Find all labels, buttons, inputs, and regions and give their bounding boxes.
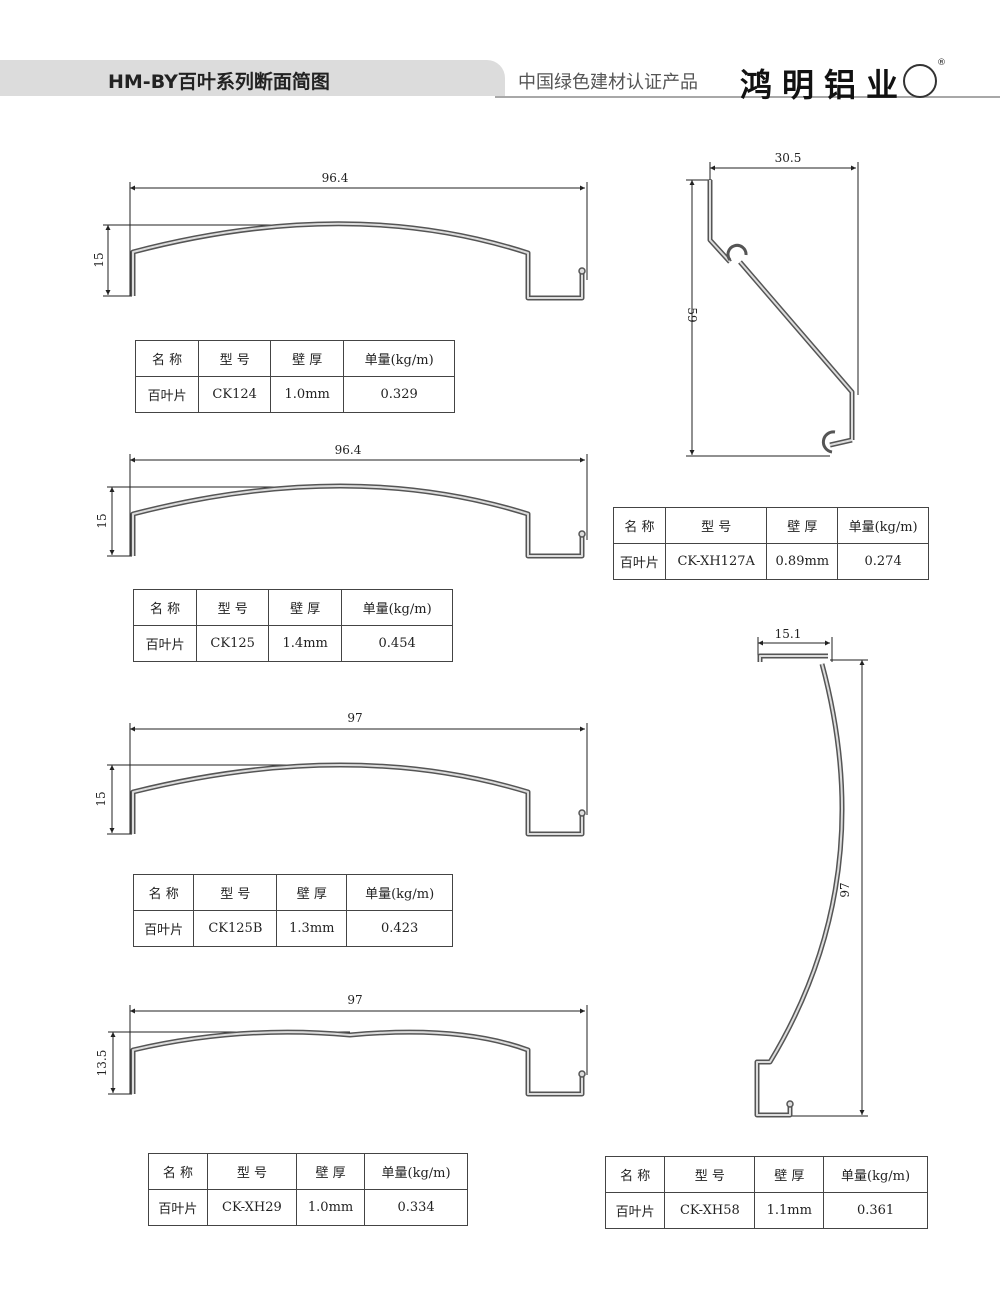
cell-weight: 0.423 [346,910,453,947]
cell-thickness: 0.89mm [766,543,839,580]
header-name: 名 称 [613,507,666,544]
header-model: 型 号 [664,1156,756,1193]
width-dimension: 97 [347,993,362,1007]
header-name: 名 称 [604,1156,666,1193]
cell-thickness: 1.4mm [268,625,343,662]
cell-model: CK-XH58 [664,1192,756,1229]
header-thickness: 壁 厚 [296,1153,366,1190]
certification-text: 中国绿色建材认证产品 [518,72,698,93]
header-name: 名 称 [148,1153,208,1190]
cell-thickness: 1.1mm [754,1192,825,1229]
header-model: 型 号 [664,507,768,544]
cell-weight: 0.454 [341,625,453,662]
cell-model: CK-XH127A [664,543,768,580]
cell-weight: 0.274 [837,543,929,580]
header-divider [495,96,1000,98]
page-title: HM-BY百叶系列断面简图 [108,71,330,93]
height-dimension: 15 [92,252,106,267]
header-thickness: 壁 厚 [270,340,345,377]
header-weight: 单量(kg/m) [346,874,453,911]
height-dimension: 97 [838,882,852,897]
header-weight: 单量(kg/m) [837,507,929,544]
cell-thickness: 1.3mm [276,910,348,947]
header-model: 型 号 [193,874,278,911]
width-dimension: 96.4 [322,171,349,185]
cell-weight: 0.334 [364,1189,468,1226]
height-dimension: 15 [94,791,108,806]
header-weight: 单量(kg/m) [341,589,453,626]
header-band [0,60,505,96]
height-dimension: 15 [95,513,109,528]
cell-name: 百叶片 [134,376,200,413]
brand-seal-icon [903,64,937,98]
header-model: 型 号 [206,1153,298,1190]
header-model: 型 号 [196,589,270,626]
header-name: 名 称 [132,589,198,626]
header-weight: 单量(kg/m) [823,1156,928,1193]
cell-name: 百叶片 [613,543,666,580]
registered-mark: ® [937,58,946,68]
width-dimension: 15.1 [775,627,802,641]
cell-thickness: 1.0mm [296,1189,366,1226]
cell-model: CK125 [196,625,270,662]
header-name: 名 称 [134,340,200,377]
cell-name: 百叶片 [132,625,198,662]
cell-model: CK-XH29 [206,1189,298,1226]
cell-name: 百叶片 [132,910,195,947]
header-name: 名 称 [132,874,195,911]
cell-model: CK124 [198,376,272,413]
header-thickness: 壁 厚 [754,1156,825,1193]
cell-name: 百叶片 [604,1192,666,1229]
cell-thickness: 1.0mm [270,376,345,413]
width-dimension: 30.5 [775,151,802,165]
header-weight: 单量(kg/m) [343,340,455,377]
header-thickness: 壁 厚 [276,874,348,911]
height-dimension: 13.5 [95,1050,109,1077]
header-thickness: 壁 厚 [268,589,343,626]
header-model: 型 号 [198,340,272,377]
cell-weight: 0.329 [343,376,455,413]
brand-logo-text: 鸿明铝业 [740,66,909,104]
width-dimension: 96.4 [335,443,362,457]
cell-weight: 0.361 [823,1192,928,1229]
width-dimension: 97 [347,711,362,725]
header-weight: 单量(kg/m) [364,1153,468,1190]
height-dimension: 59 [685,307,699,322]
cell-name: 百叶片 [148,1189,208,1226]
cell-model: CK125B [193,910,278,947]
header-thickness: 壁 厚 [766,507,839,544]
